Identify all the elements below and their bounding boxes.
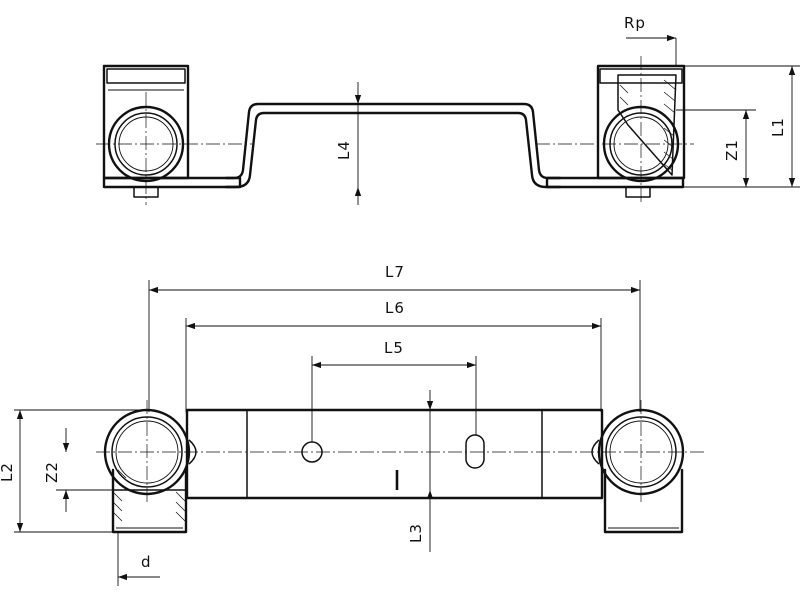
mounting-bracket-outer xyxy=(224,102,562,180)
slotted-mounting-hole xyxy=(465,434,485,469)
label-l6: L6 xyxy=(385,299,405,317)
label-l7: L7 xyxy=(385,263,405,281)
label-z1: Z1 xyxy=(723,139,741,161)
label-l5: L5 xyxy=(384,339,404,357)
label-d: d xyxy=(141,553,152,571)
right-base-plate xyxy=(545,176,685,189)
rail-body xyxy=(185,408,604,500)
right-screw-head xyxy=(625,186,651,198)
label-l3: L3 xyxy=(407,523,425,543)
right-elbow-fitting-plan xyxy=(591,408,685,534)
label-l2: L2 xyxy=(0,462,16,482)
left-base-plate xyxy=(102,176,242,189)
label-z2: Z2 xyxy=(43,461,61,483)
left-elbow-fitting-plan xyxy=(103,408,197,534)
mounting-bracket-inner xyxy=(224,111,562,189)
top-view: L4 Rp Z1 L1 xyxy=(96,14,800,205)
label-l4: L4 xyxy=(335,140,353,160)
label-rp: Rp xyxy=(624,14,646,32)
label-l1: L1 xyxy=(769,117,787,137)
bottom-view: L7 L6 L5 L2 Z2 L3 d xyxy=(0,263,704,586)
